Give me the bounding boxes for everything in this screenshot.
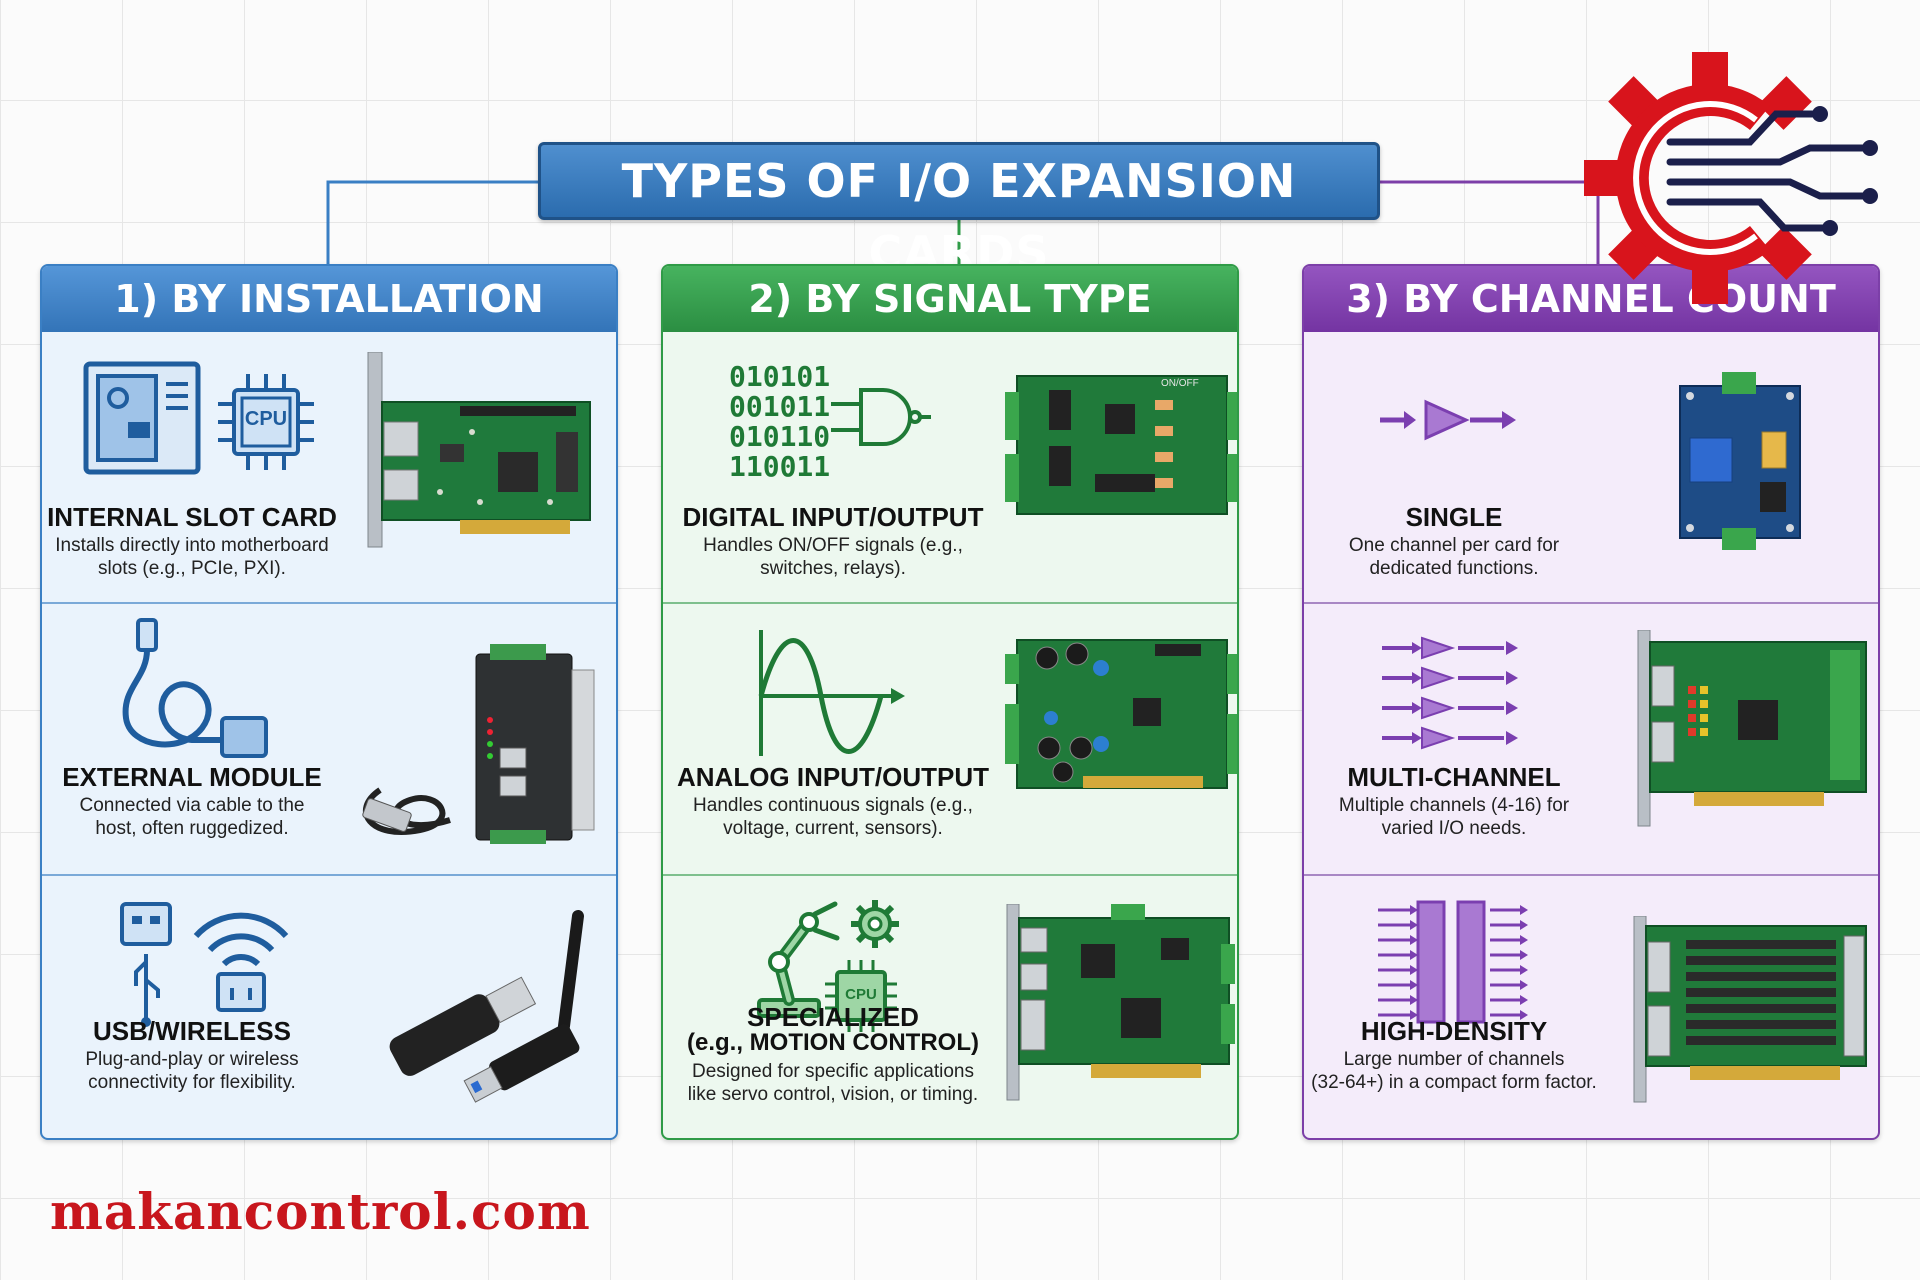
binary-row: 010110 (729, 420, 831, 453)
card-desc-line1: Handles ON/OFF signals (e.g., (703, 535, 963, 556)
card-title: INTERNAL SLOT CARD (47, 502, 337, 532)
company-logo (1580, 48, 1880, 313)
card-high-density: HIGH-DENSITY Large number of channels (3… (1304, 874, 1878, 1138)
cable-icon (112, 618, 272, 773)
page-title: TYPES OF I/O EXPANSION CARDS (538, 142, 1380, 280)
pcie-card-image (360, 351, 600, 557)
card-desc-line2: slots (e.g., PCIe, PXI). (98, 558, 286, 579)
analog-io-board-image (1005, 634, 1237, 799)
card-title: SPECIALIZED (747, 1002, 919, 1032)
wifi-icon (186, 896, 296, 1021)
card-desc-line2: dedicated functions. (1369, 558, 1539, 579)
card-desc-line1: Connected via cable to the (79, 795, 305, 816)
gear-icon (849, 898, 901, 955)
card-desc-line2: like servo control, vision, or timing. (687, 1084, 979, 1105)
card-desc-line2: (32-64+) in a compact form factor. (1311, 1072, 1597, 1093)
card-desc-line1: Designed for specific applications (692, 1061, 974, 1082)
binary-digits-icon: 010101 001011 010110 110011 (729, 362, 830, 482)
column-installation: 1) BY INSTALLATION (40, 264, 618, 1140)
card-desc-line1: Plug-and-play or wireless (85, 1049, 299, 1070)
digital-io-board-image: ON/OFF (1005, 370, 1237, 525)
card-desc-line2: voltage, current, sensors). (723, 818, 943, 839)
card-title: USB/WIRELESS (93, 1016, 291, 1046)
card-digital-io: 010101 001011 010110 110011 O (663, 332, 1237, 602)
card-multi-channel: MULTI-CHANNEL Multiple channels (4-16) f… (1304, 602, 1878, 874)
card-desc-line1: Installs directly into motherboard (55, 535, 329, 556)
motion-control-board-image (1001, 903, 1237, 1109)
card-desc-line2: host, often ruggedized. (95, 818, 289, 839)
binary-row: 010101 (729, 360, 831, 393)
cpu-chip-icon: CPU (823, 958, 899, 1039)
computer-case-icon (82, 360, 202, 481)
card-specialized: CPU SPECIALIZED (e.g., MOTION CONTROL) D… (663, 874, 1237, 1138)
card-title: EXTERNAL MODULE (62, 762, 322, 792)
column-header: 3) BY CHANNEL COUNT (1304, 266, 1878, 332)
cpu-label: CPU (845, 986, 877, 1003)
column-header: 2) BY SIGNAL TYPE (663, 266, 1237, 332)
multi-channel-arrows-icon (1382, 634, 1518, 759)
card-title: DIGITAL INPUT/OUTPUT (682, 502, 984, 532)
usb-wireless-dongle-image (368, 906, 608, 1111)
sine-wave-icon (755, 630, 905, 765)
card-desc-line2: connectivity for flexibility. (88, 1072, 296, 1093)
column-header: 1) BY INSTALLATION (42, 266, 616, 332)
website-url[interactable]: makancontrol.com (50, 1182, 591, 1241)
logic-gate-icon (831, 382, 931, 457)
card-desc-line2: varied I/O needs. (1381, 818, 1527, 839)
column-signal-type: 2) BY SIGNAL TYPE 010101 001011 010110 1… (661, 264, 1239, 1140)
single-channel-board-image (1676, 372, 1806, 557)
column-channel-count: 3) BY CHANNEL COUNT SINGLE One channel p… (1302, 264, 1880, 1140)
card-desc-line1: Multiple channels (4-16) for (1338, 795, 1570, 816)
binary-row: 110011 (729, 450, 831, 483)
cpu-label: CPU (244, 408, 288, 430)
card-analog-io: ANALOG INPUT/OUTPUT Handles continuous s… (663, 602, 1237, 874)
card-internal-slot: CPU INTERNAL SLOT CARD Installs directly… (42, 332, 616, 602)
usb-icon (116, 900, 176, 1033)
card-single: SINGLE One channel per card for dedicate… (1304, 332, 1878, 602)
binary-row: 001011 (729, 390, 831, 423)
high-density-channels-icon (1378, 900, 1528, 1029)
card-title: HIGH-DENSITY (1360, 1016, 1548, 1046)
card-desc-line2: switches, relays). (760, 558, 906, 579)
cpu-chip-icon: CPU (214, 370, 318, 479)
card-subtitle: (e.g., MOTION CONTROL) (687, 1029, 979, 1056)
card-desc-line1: Large number of channels (1343, 1049, 1565, 1070)
single-channel-arrow-icon (1378, 398, 1518, 447)
card-desc-line1: Handles continuous signals (e.g., (693, 795, 973, 816)
din-rail-module-image (350, 640, 600, 855)
card-usb-wireless: USB/WIRELESS Plug-and-play or wireless c… (42, 874, 616, 1138)
card-title: MULTI-CHANNEL (1347, 762, 1561, 792)
card-title: SINGLE (1405, 502, 1503, 532)
card-desc-line1: One channel per card for (1348, 535, 1560, 556)
multi-channel-card-image (1634, 629, 1874, 835)
high-density-card-image (1630, 915, 1874, 1111)
robot-arm-icon (749, 892, 849, 1027)
board-label: ON/OFF (1161, 378, 1199, 389)
card-title: ANALOG INPUT/OUTPUT (677, 762, 989, 792)
card-external-module: EXTERNAL MODULE Connected via cable to t… (42, 602, 616, 874)
